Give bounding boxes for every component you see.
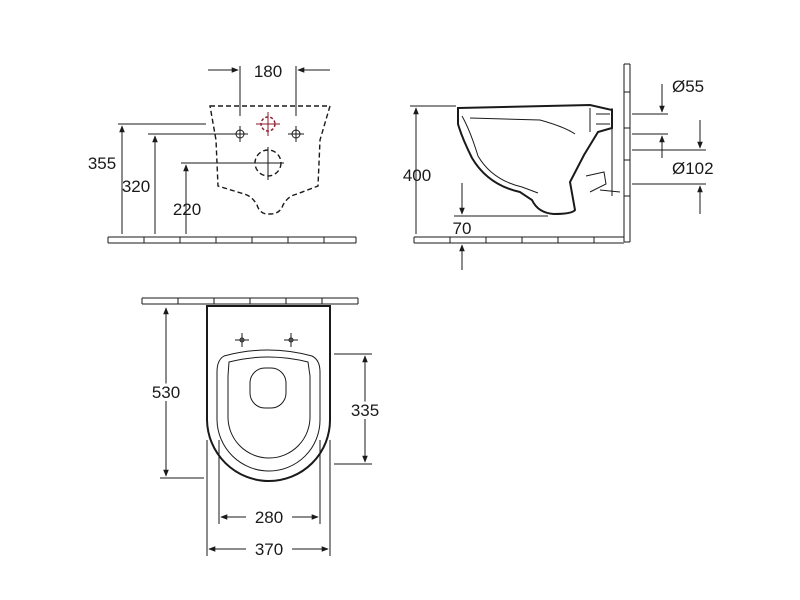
dimension-355: 355 xyxy=(88,123,206,234)
dimension-400-label: 400 xyxy=(403,166,431,185)
front-view-silhouette xyxy=(209,105,331,215)
water-inlet-circle xyxy=(256,112,280,136)
top-fixing-point-left xyxy=(235,333,249,347)
dimension-335: 335 xyxy=(334,353,382,465)
top-view-rim xyxy=(216,349,321,472)
top-view-pan-outer xyxy=(206,305,331,483)
dimension-70: 70 xyxy=(453,183,548,270)
dimension-320: 320 xyxy=(122,133,234,234)
side-view: 400 70 Ø55 Ø102 xyxy=(403,63,714,270)
fixing-point-left xyxy=(232,126,248,142)
dimension-180: 180 xyxy=(208,62,330,116)
dimension-diameter-55-label: Ø55 xyxy=(672,77,704,96)
front-view: 180 355 320 220 xyxy=(88,62,357,244)
dimension-diameter-102-label: Ø102 xyxy=(672,159,714,178)
dimension-180-label: 180 xyxy=(254,62,282,81)
dimension-diameter-102: Ø102 xyxy=(632,120,714,214)
dimension-280-label: 280 xyxy=(255,508,283,527)
dimension-370-label: 370 xyxy=(255,540,283,559)
dimension-530-label: 530 xyxy=(152,383,180,402)
front-view-floor xyxy=(107,236,357,244)
side-view-floor xyxy=(413,236,624,244)
dimension-335-label: 335 xyxy=(351,401,379,420)
dimension-diameter-55: Ø55 xyxy=(632,77,704,158)
side-view-wall xyxy=(623,63,631,243)
dimension-400: 400 xyxy=(403,105,456,234)
dimension-70-label: 70 xyxy=(453,219,472,238)
dimension-280: 280 xyxy=(218,440,321,527)
outlet-circle xyxy=(252,147,284,180)
top-view: 530 335 280 370 xyxy=(141,297,382,559)
dimension-220: 220 xyxy=(173,162,252,234)
dimension-530: 530 xyxy=(149,307,204,479)
dimension-220-label: 220 xyxy=(173,200,201,219)
fixing-point-right xyxy=(288,126,304,142)
top-view-bowl-opening xyxy=(249,367,287,409)
dimension-370: 370 xyxy=(206,440,331,559)
dimension-320-label: 320 xyxy=(122,177,150,196)
top-fixing-point-right xyxy=(284,333,298,347)
dimension-355-label: 355 xyxy=(88,154,116,173)
top-view-wall xyxy=(141,297,359,305)
side-view-pan xyxy=(457,103,621,216)
